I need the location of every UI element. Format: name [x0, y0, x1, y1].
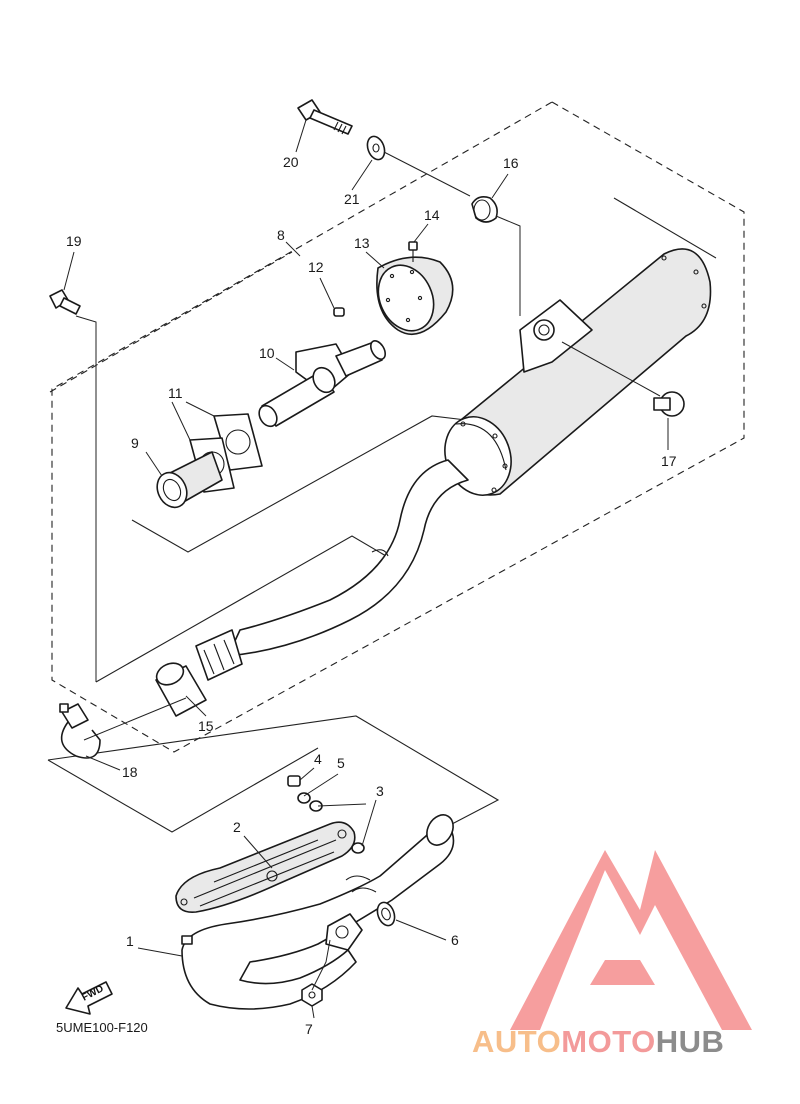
- heat-protector-2-part: [175, 821, 356, 913]
- bolt-20-part: [297, 99, 353, 135]
- grommet-16-part: [471, 196, 498, 223]
- insert-core-9-part: [156, 451, 223, 509]
- logo-inner-icon: [590, 960, 655, 985]
- end-cap-part: [376, 256, 454, 335]
- assembly-dashed-frame: [51, 101, 745, 753]
- screw-14-part: [408, 241, 418, 262]
- callout-1: 1: [126, 933, 134, 949]
- silencer-solid-frame: [95, 197, 717, 683]
- bolt-4-part: [287, 775, 301, 787]
- callout-10: 10: [259, 345, 275, 361]
- callout-2: 2: [233, 819, 241, 835]
- callout-8: 8: [277, 227, 285, 243]
- diagram-code: 5UME100-F120: [56, 1020, 148, 1035]
- inner-pipe-10-part: [258, 340, 387, 428]
- callout-17: 17: [661, 453, 677, 469]
- washer-21-part: [366, 135, 386, 161]
- header-solid-frame: [47, 715, 500, 833]
- watermark-text: AUTOMOTOHUB: [472, 1024, 724, 1059]
- clamp-18-part: [59, 703, 101, 759]
- callout-numbers: 1 2 3 4 5 6 7 8 9 10 11 12 13 14 15 16 1…: [66, 154, 677, 1037]
- watermark-logo: AUTOMOTOHUB: [472, 850, 752, 1059]
- logo-mark-icon: [510, 850, 752, 1030]
- callout-15: 15: [198, 718, 214, 734]
- callout-13: 13: [354, 235, 370, 251]
- fwd-arrow-icon: FWD: [65, 981, 113, 1015]
- callout-4: 4: [314, 751, 322, 767]
- callout-18: 18: [122, 764, 138, 780]
- callout-6: 6: [451, 932, 459, 948]
- inner-parts-dashed-frame: [49, 251, 293, 393]
- callout-3: 3: [376, 783, 384, 799]
- insert-solid-frame: [131, 415, 467, 553]
- callout-5: 5: [337, 755, 345, 771]
- callout-20: 20: [283, 154, 299, 170]
- collar-17-part: [653, 391, 685, 417]
- callout-16: 16: [503, 155, 519, 171]
- bolt-19-part: [49, 289, 81, 315]
- callout-9: 9: [131, 435, 139, 451]
- leader-lines: [63, 119, 669, 1019]
- callout-14: 14: [424, 207, 440, 223]
- washer-5-part: [297, 792, 311, 804]
- callout-19: 19: [66, 233, 82, 249]
- callout-12: 12: [308, 259, 324, 275]
- callout-21: 21: [344, 191, 360, 207]
- gasket-6-part: [376, 901, 396, 927]
- callout-7: 7: [305, 1021, 313, 1037]
- header-pipe-1-part: [181, 814, 455, 1010]
- nut-7-part: [301, 983, 323, 1007]
- callout-11: 11: [168, 385, 183, 401]
- silencer-assembly: [195, 248, 712, 681]
- bolt-12-part: [333, 307, 345, 317]
